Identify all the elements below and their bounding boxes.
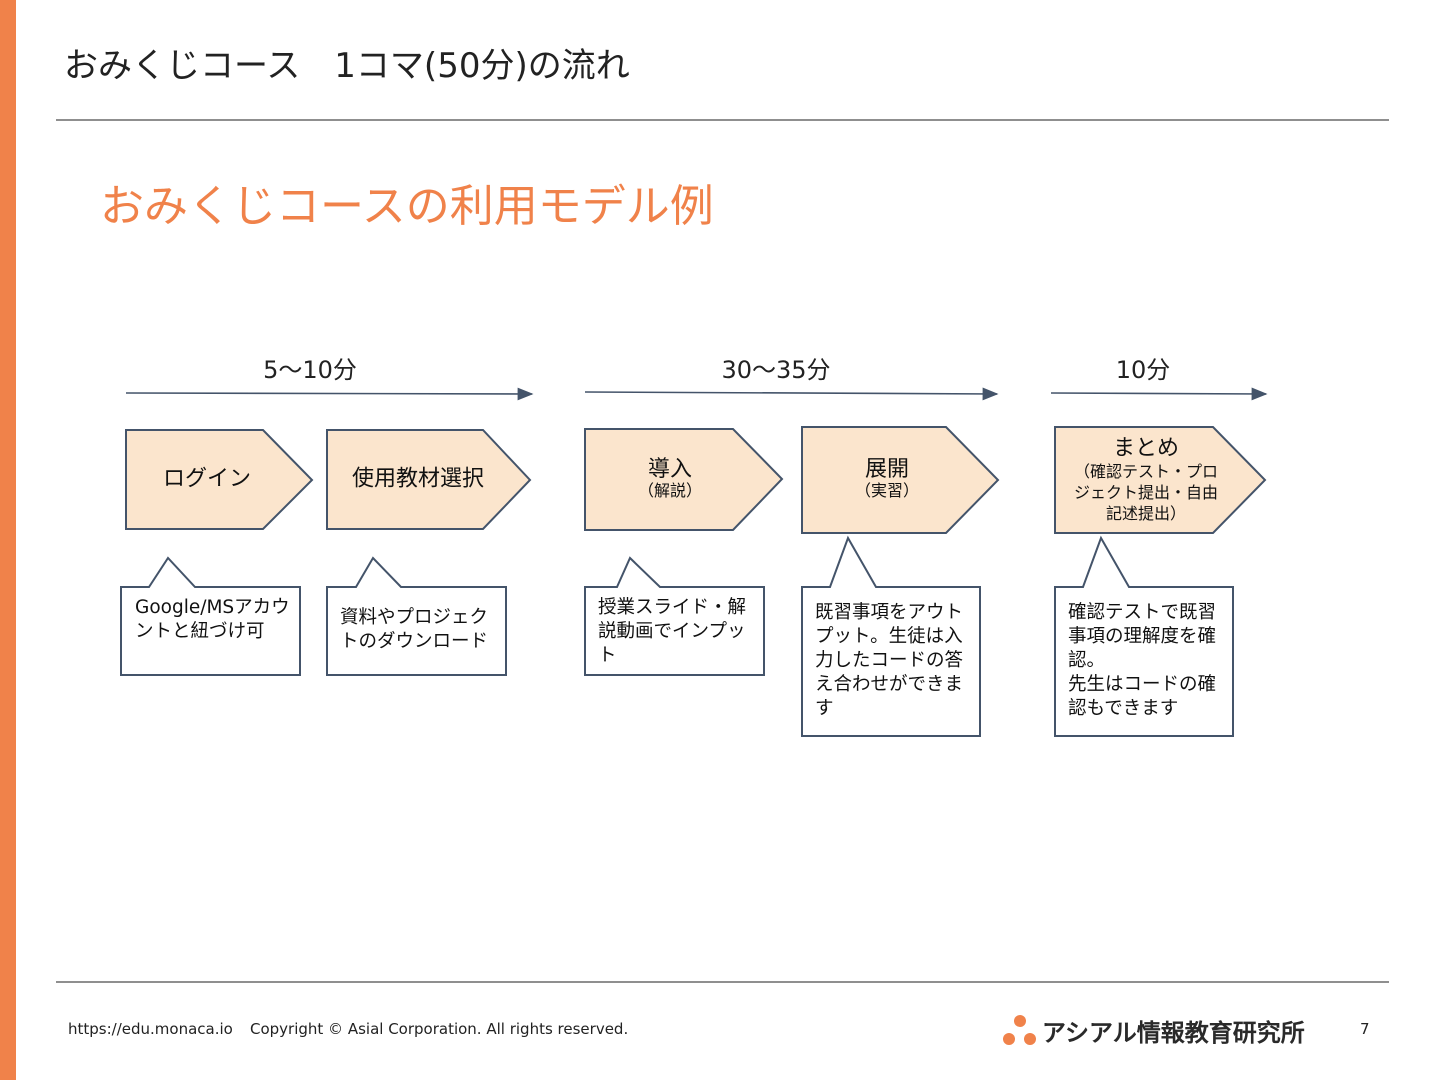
step-summary: まとめ （確認テスト・プロジェクト提出・自由記述提出）	[1071, 436, 1221, 524]
step-shape-practice	[801, 426, 1000, 534]
organization-logo: アシアル情報教育研究所	[1000, 1010, 1305, 1050]
step-shape-login	[125, 429, 314, 530]
step-intro: 導入 （解説）	[638, 457, 702, 501]
note-login: Google/MSアカウントと紐づけ可	[135, 597, 290, 642]
step-material-select: 使用教材選択	[352, 466, 484, 491]
step-label: 使用教材選択	[351, 466, 485, 492]
page-title: おみくじコース 1コマ(50分)の流れ	[64, 46, 630, 86]
page-number: 7	[1360, 1020, 1370, 1038]
callout-intro	[584, 556, 765, 676]
phase-arrow-1	[125, 387, 534, 401]
step-login: ログイン	[163, 466, 251, 491]
step-sublabel: （確認テスト・プロジェクト提出・自由記述提出）	[1073, 462, 1218, 524]
step-sublabel: （解説）	[637, 481, 703, 501]
step-label: 展開	[864, 457, 910, 483]
step-shape-intro	[584, 428, 784, 531]
phase-duration-2: 30〜35分	[721, 356, 831, 384]
footer-divider	[56, 981, 1389, 983]
callout-login	[120, 556, 301, 676]
step-shape-summary	[1054, 426, 1267, 534]
footer-copyright: Copyright © Asial Corporation. All right…	[250, 1020, 629, 1038]
note-intro: 授業スライド・解説動画でインプット	[598, 597, 747, 666]
phase-arrow-3	[1050, 387, 1268, 401]
note-material-select: 資料やプロジェクトのダウンロード	[340, 607, 489, 652]
callout-summary	[1054, 535, 1234, 737]
step-label: 導入	[647, 457, 693, 483]
step-practice: 展開 （実習）	[855, 457, 919, 501]
phase-duration-3: 10分	[1115, 356, 1171, 384]
note-practice: 既習事項をアウトプット。生徒は入力したコードの答え合わせができます	[815, 602, 964, 719]
logo-text: アシアル情報教育研究所	[1042, 1018, 1305, 1047]
step-label: まとめ	[1112, 435, 1179, 461]
step-label: ログイン	[162, 466, 252, 492]
header-divider	[56, 119, 1389, 121]
logo-dots-icon	[1000, 1012, 1038, 1048]
note-summary: 確認テストで既習事項の理解度を確認。 先生はコードの確認もできます	[1068, 602, 1217, 719]
section-heading: おみくじコースの利用モデル例	[100, 181, 714, 232]
callout-material	[326, 556, 507, 676]
step-shape-material	[326, 429, 532, 530]
phase-arrow-2	[584, 387, 999, 401]
footer-url[interactable]: https://edu.monaca.io	[68, 1020, 233, 1038]
step-sublabel: （実習）	[854, 481, 920, 501]
callout-practice	[801, 535, 981, 737]
phase-duration-1: 5〜10分	[263, 356, 357, 384]
accent-bar	[0, 0, 16, 1080]
